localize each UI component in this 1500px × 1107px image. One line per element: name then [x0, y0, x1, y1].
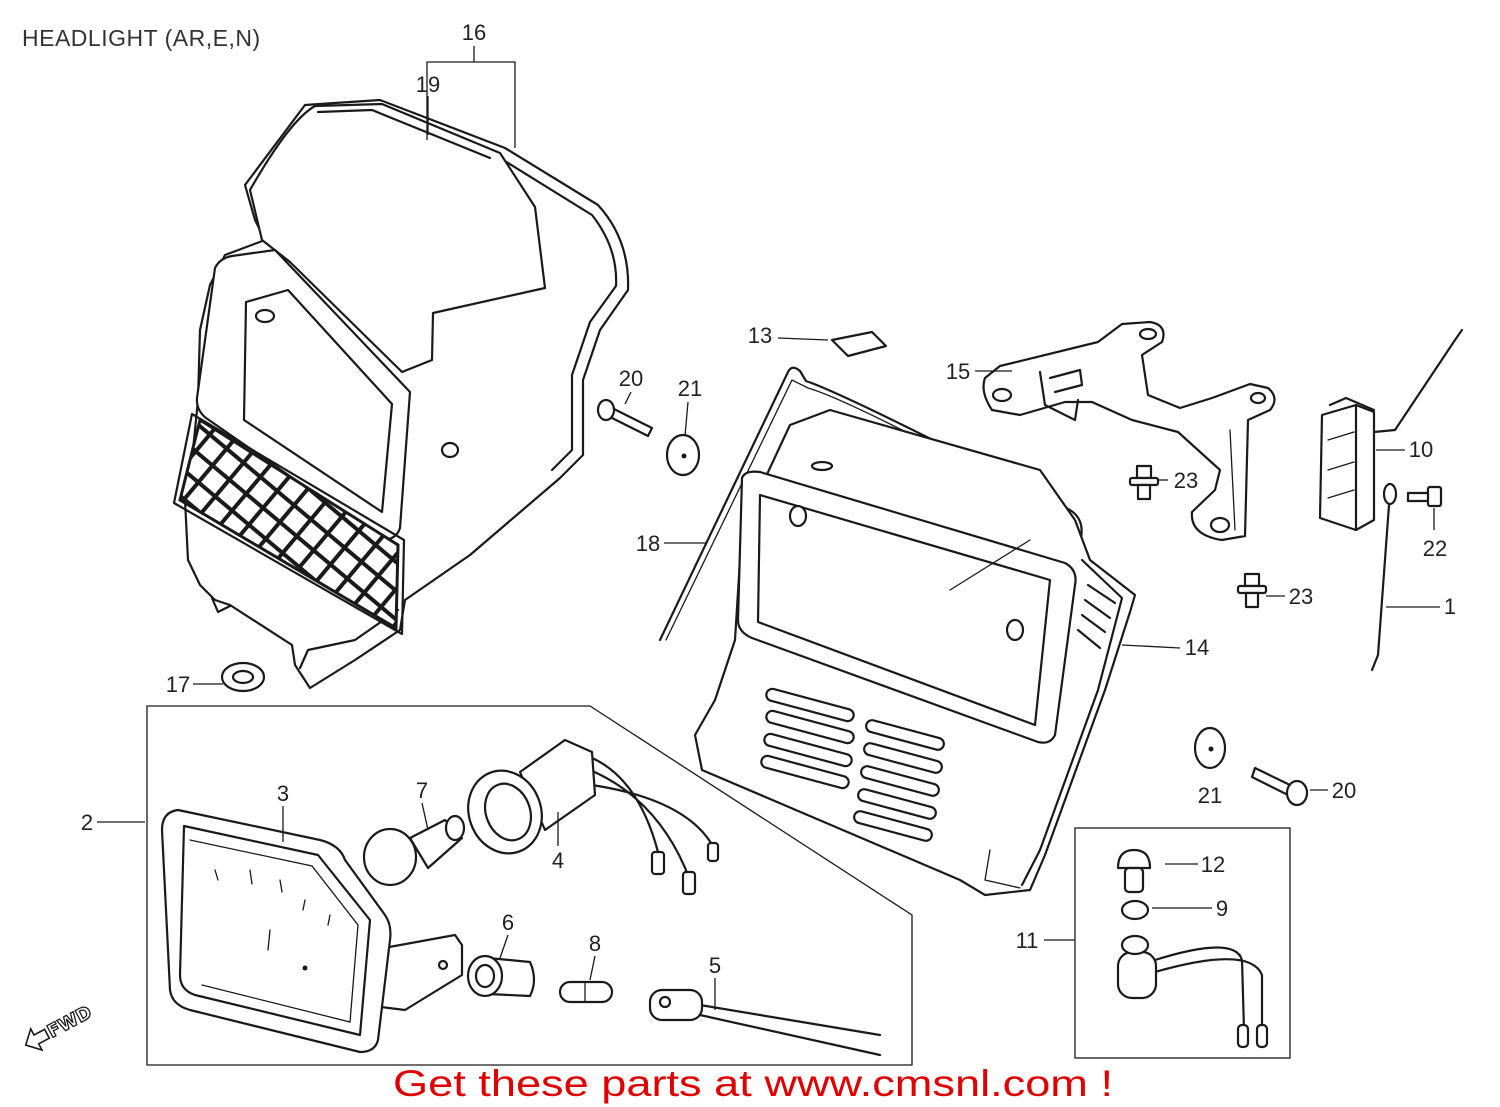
windscreen-edge	[316, 108, 492, 160]
callout-6: 6	[502, 910, 514, 935]
forward-arrow-icon	[24, 1026, 51, 1052]
cowl-screw-hole-left	[254, 308, 276, 324]
cowl-screw-hole-right	[440, 441, 460, 459]
leader-13	[777, 337, 829, 341]
part-17-grommet	[220, 661, 266, 693]
part-7-bulb	[362, 814, 466, 887]
callout-15: 15	[946, 359, 970, 384]
forward-label: FWD	[44, 1002, 95, 1043]
cover-vent-slots	[760, 687, 945, 842]
cover-window	[756, 493, 1052, 727]
callout-2: 2	[81, 810, 93, 835]
callout-3: 3	[277, 781, 289, 806]
part-21-washer-lower	[1193, 726, 1227, 770]
part-23-bolt-upper	[1128, 464, 1160, 501]
leader-7	[421, 802, 429, 831]
part-5-wires	[698, 1003, 882, 1057]
part-5-socket	[648, 988, 882, 1057]
cover-top-slot	[810, 460, 834, 472]
callout-17: 17	[166, 672, 190, 697]
leader-14	[1121, 644, 1181, 649]
forward-indicator: FWD	[24, 1001, 96, 1052]
upper-cowl	[183, 98, 630, 690]
part-11-socket	[1116, 934, 1269, 1049]
part-20-bolt-upper	[596, 398, 654, 438]
callout-10: 10	[1409, 437, 1433, 462]
part-1-ground-wire	[1370, 482, 1398, 672]
callout-20-upper: 20	[619, 366, 643, 391]
callout-13: 13	[748, 323, 772, 348]
callout-16: 16	[462, 20, 486, 45]
cover-hole-left	[788, 504, 808, 528]
part-8-bulb	[558, 980, 614, 1004]
cover-hole-right	[1005, 618, 1025, 642]
callout-23-lower: 23	[1289, 584, 1313, 609]
leader-lines	[97, 46, 1440, 1010]
cover-window-crease	[949, 539, 1031, 591]
callout-14: 14	[1185, 635, 1209, 660]
assembly-box-2	[146, 705, 913, 1066]
cover-rim-ridges	[1076, 583, 1117, 650]
cover-bottom-edge	[984, 849, 1021, 889]
callout-4: 4	[552, 848, 564, 873]
part-13-label	[830, 330, 888, 358]
callout-8: 8	[589, 931, 601, 956]
footer-promo-text: Get these parts at www.cmsnl.com !	[393, 1063, 1113, 1104]
callout-21-upper: 21	[678, 376, 702, 401]
callout-7: 7	[416, 778, 428, 803]
part-10-unit	[1318, 328, 1464, 532]
callout-20-lower: 20	[1332, 778, 1356, 803]
cowl-bottom-tab	[210, 596, 232, 614]
leader-20-upper	[624, 391, 632, 405]
callout-23-upper: 23	[1174, 468, 1198, 493]
part-4-wires	[583, 753, 717, 882]
bracket-16	[426, 46, 516, 148]
part-6-socket	[466, 954, 536, 998]
callout-1: 1	[1444, 594, 1456, 619]
callout-19: 19	[416, 72, 440, 97]
callout-5: 5	[709, 953, 721, 978]
part-14-headlight-cover	[693, 408, 1137, 897]
cowl-inner-rim	[386, 110, 618, 472]
leader-6	[499, 934, 509, 959]
callout-9: 9	[1216, 896, 1228, 921]
callout-12: 12	[1201, 852, 1225, 877]
windscreen	[248, 102, 547, 374]
leader-8	[589, 955, 596, 981]
part-11-wires	[1153, 946, 1264, 1032]
mesh-grille	[172, 412, 406, 636]
callout-21-lower: 21	[1198, 783, 1222, 808]
callout-22: 22	[1423, 536, 1447, 561]
leader-21-upper	[684, 401, 689, 437]
mesh-grille-frame	[172, 412, 406, 636]
cover-side-rim	[1020, 558, 1124, 887]
part-3-headlight-unit	[160, 808, 464, 1054]
part-22-bolt	[1406, 485, 1443, 508]
part-4-socket	[467, 738, 720, 896]
part-23-bolt-lower	[1236, 572, 1268, 609]
part-12-bulb	[1116, 848, 1152, 894]
callout-11: 11	[1016, 928, 1039, 953]
cowl-lower-edge	[298, 608, 400, 670]
cowl-lamp-opening	[242, 288, 394, 514]
diagram-title: HEADLIGHT (AR,E,N)	[22, 25, 261, 51]
part-20-bolt-lower	[1250, 766, 1309, 807]
callout-18: 18	[636, 531, 660, 556]
part-10-wire	[1372, 328, 1464, 434]
assembly-box-11	[1074, 827, 1291, 1059]
mesh-grille-net	[178, 417, 400, 631]
part-21-washer-upper	[665, 433, 701, 477]
callout-labels: 16 19 13 20 21 15 10 23 22 18 23 1 14 17…	[81, 20, 1456, 978]
part-9-bulb	[1120, 899, 1150, 921]
part-15-bracket	[982, 320, 1276, 542]
